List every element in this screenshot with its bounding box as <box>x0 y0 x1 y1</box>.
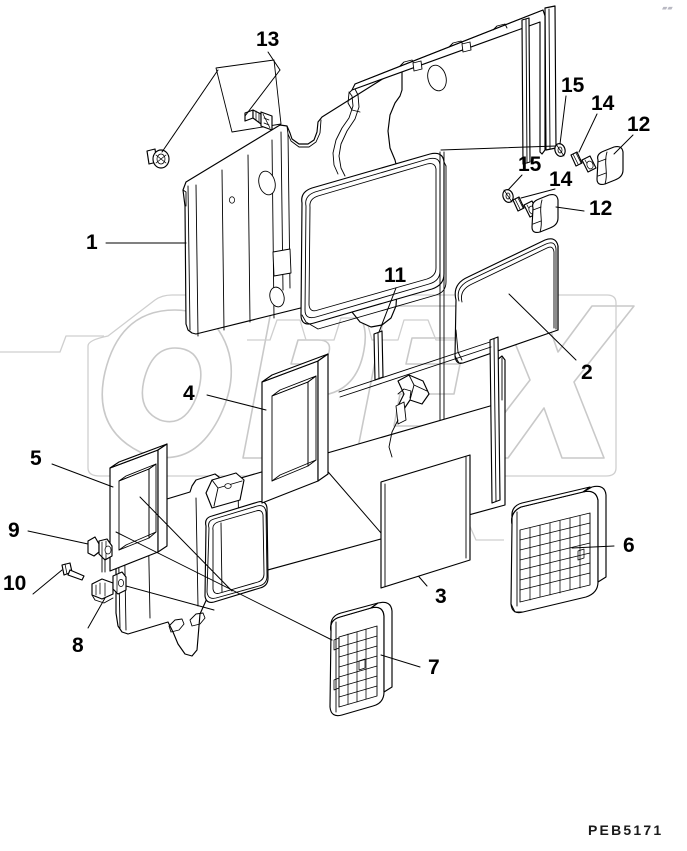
part-5-gasket-small <box>109 443 168 572</box>
leader-8 <box>87 597 106 629</box>
part-8-latch-bracket <box>91 571 127 604</box>
callout-7: 7 <box>428 656 440 679</box>
callout-1: 1 <box>86 231 98 254</box>
callout-2: 2 <box>581 361 593 384</box>
part-11-seal-strip <box>373 330 384 381</box>
part-12-cap-nut-upper <box>596 145 624 186</box>
leader-10 <box>32 569 63 595</box>
callout-15-lower: 15 <box>518 153 542 176</box>
leader-14-upper <box>578 113 598 153</box>
callout-12-lower: 12 <box>589 197 613 220</box>
part-10-small-screw <box>61 562 85 581</box>
part-15-washer-lower <box>502 189 514 203</box>
callout-14-lower: 14 <box>549 168 573 191</box>
leader-15-upper <box>559 95 567 145</box>
leader-14-lower <box>520 188 556 199</box>
part-9-knob-fastener <box>87 536 113 573</box>
part-15-washer-upper <box>554 143 566 157</box>
callout-11: 11 <box>384 264 407 287</box>
part-7-mesh-grille-small <box>329 601 393 717</box>
leader-6 <box>571 545 615 549</box>
leader-12-upper <box>613 134 634 155</box>
rear-wall-panel <box>347 5 557 165</box>
callout-4: 4 <box>183 382 195 405</box>
corner-mark: ▰▰ <box>662 5 673 12</box>
callout-6: 6 <box>623 534 635 557</box>
callout-13: 13 <box>256 28 280 51</box>
callout-5: 5 <box>30 447 42 470</box>
part-14-bolt-upper <box>570 151 597 173</box>
callout-10: 10 <box>3 572 27 595</box>
drawing-code: PEB5171 <box>588 822 664 838</box>
upright-inner-plate <box>380 454 471 589</box>
part-12-cap-nut-lower <box>531 193 559 234</box>
leader-4 <box>206 394 267 411</box>
callout-12-upper: 12 <box>627 113 651 136</box>
part-13-screw-lower <box>146 148 170 169</box>
leader-7 <box>380 654 421 668</box>
leader-15-lower <box>507 174 523 191</box>
part-4-gasket-large <box>261 353 329 504</box>
leader-11 <box>378 287 397 333</box>
center-angle-bracket <box>388 374 430 458</box>
leader-9 <box>27 530 89 545</box>
callout-14-upper: 14 <box>591 92 615 115</box>
callout-3: 3 <box>435 585 447 608</box>
leader-13 <box>267 51 281 71</box>
callout-9: 9 <box>8 519 20 542</box>
hose-strip <box>332 88 360 177</box>
leader-5 <box>51 463 114 488</box>
callout-15-upper: 15 <box>561 74 585 97</box>
part-6-mesh-grille-large <box>510 485 607 614</box>
part-2-door-cover <box>454 238 559 364</box>
right-tall-seal <box>338 336 501 504</box>
leader-12-lower <box>555 206 585 212</box>
leader-2 <box>508 293 577 361</box>
callout-8: 8 <box>72 634 84 657</box>
